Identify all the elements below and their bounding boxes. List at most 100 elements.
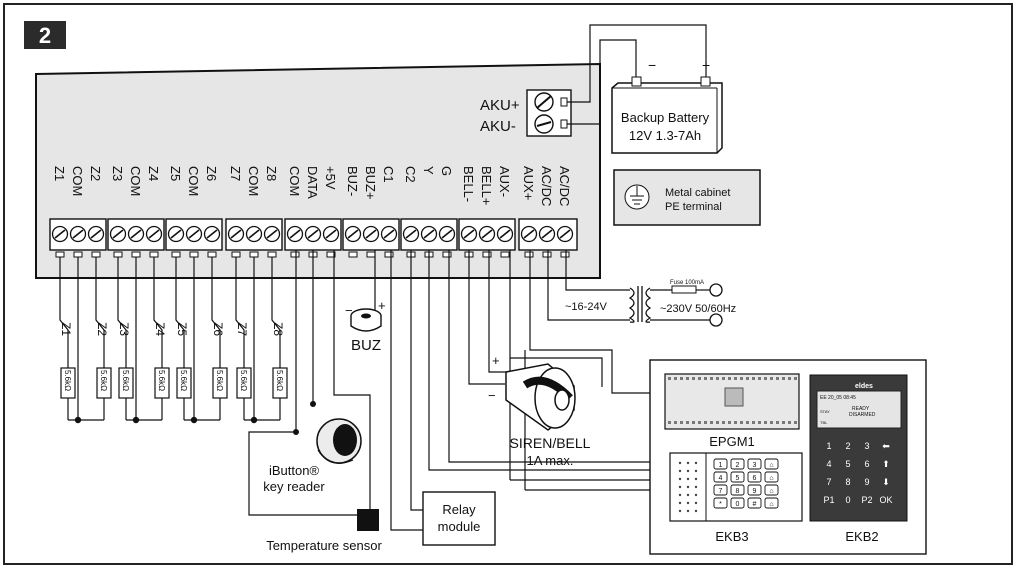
battery-spec: 12V 1.3-7Ah [629, 128, 701, 143]
ekb2-key: 0 [845, 495, 850, 505]
ekb2-key: ⬇ [882, 477, 890, 487]
svg-text:⌂: ⌂ [769, 501, 773, 508]
ekb2-screen-line4: STAY [820, 409, 830, 414]
resistor-label: 5.6kΩ [215, 370, 224, 391]
terminal-label: COM [186, 166, 201, 196]
buzzer-minus: − [345, 303, 353, 318]
resistor-label: 5.6kΩ [121, 370, 130, 391]
ibutton-com-wire [248, 250, 357, 516]
terminal-label: Z3 [110, 166, 125, 181]
zone-label: Z5 [175, 322, 189, 336]
ekb3-label: EKB3 [715, 529, 748, 544]
epgm1-label: EPGM1 [709, 434, 755, 449]
terminal-label: AC/DC [539, 166, 554, 206]
terminal-label: Z7 [228, 166, 243, 181]
svg-text:6: 6 [753, 475, 757, 482]
metal-cabinet-pe-box: Metal cabinet PE terminal [613, 169, 761, 226]
battery-minus-sign: − [648, 57, 656, 73]
terminal-6 [145, 225, 163, 258]
ibutton-line2: key reader [263, 479, 325, 494]
ekb2-key: 9 [864, 477, 869, 487]
relay-c2-wire [410, 250, 423, 511]
ekb2-key: 6 [864, 459, 869, 469]
terminal-label: G [439, 166, 454, 176]
zone-label: Z6 [211, 322, 225, 336]
ekb3-key: 6 [747, 471, 762, 483]
ekb2-key: 2 [845, 441, 850, 451]
ekb2-label: EKB2 [845, 529, 878, 544]
terminal-8 [185, 225, 203, 258]
terminal-label: BUZ+ [363, 166, 378, 200]
terminal-1 [51, 225, 69, 258]
ekb2-key: 3 [864, 441, 869, 451]
transformer-high: ~230V 50/60Hz [660, 303, 736, 315]
zone-1-circuit: Z15.6kΩ [59, 257, 76, 420]
ac-wire-1 [547, 250, 630, 321]
battery-title: Backup Battery [621, 110, 710, 125]
terminal-11 [245, 225, 263, 258]
svg-text:0: 0 [736, 501, 740, 508]
svg-text:3: 3 [753, 462, 757, 469]
ekb3-key: # [747, 497, 762, 509]
ekb3-key: 7 [713, 484, 728, 496]
terminal-label: Z1 [52, 166, 67, 181]
aux-minus-bus-wire [529, 250, 665, 394]
terminal-24 [496, 225, 514, 258]
terminal-5 [127, 225, 145, 258]
siren-bell: SIREN/BELL 1A max. [505, 363, 591, 468]
terminal-label: Z2 [88, 166, 103, 181]
bus-g-wire [448, 250, 650, 463]
terminal-label: C1 [381, 166, 396, 183]
ekb3-key: ⌂ [764, 458, 779, 470]
zone-label: Z4 [153, 322, 167, 336]
relay-line2: module [438, 519, 481, 534]
ekb2-screen-line1: ЕE 20_05 08:45 [820, 395, 856, 401]
resistor-label: 5.6kΩ [239, 370, 248, 391]
terminal-label: +5V [323, 166, 338, 190]
ekb3-key: ⌂ [764, 497, 779, 509]
terminal-12 [263, 225, 281, 258]
ekb3-key: 9 [747, 484, 762, 496]
battery-plus-sign: + [702, 57, 710, 73]
ac-wire-2 [565, 250, 630, 291]
svg-text:4: 4 [719, 475, 723, 482]
svg-text:⌂: ⌂ [769, 488, 773, 495]
aku-plus-label: AKU+ [480, 97, 520, 114]
zone-4-circuit: Z4 5.6kΩ [153, 257, 170, 420]
figure-number-badge [24, 21, 66, 49]
zone-label: Z3 [117, 322, 131, 336]
svg-text:7: 7 [719, 488, 723, 495]
terminal-17 [362, 225, 380, 258]
svg-text:#: # [753, 501, 757, 508]
relay-line1: Relay [442, 502, 476, 517]
terminal-label: Y [421, 166, 436, 175]
zone-label: Z2 [95, 322, 109, 336]
bus-y-wire [428, 250, 650, 471]
terminal-label: COM [246, 166, 261, 196]
zone-6-circuit: Z6 5.6kΩ [211, 257, 228, 420]
bell-minus-wire [468, 250, 505, 385]
zone-7-circuit: Z7 5.6kΩ [235, 257, 252, 420]
terminal-label: Z4 [146, 166, 161, 181]
epgm1-module: EPGM1 [664, 373, 800, 449]
terminal-label: COM [70, 166, 85, 196]
zone-wiring: Z15.6kΩZ25.6kΩZ35.6kΩZ45.6kΩZ55.6kΩZ65.6… [59, 257, 288, 424]
terminal-label: C2 [403, 166, 418, 183]
ibutton-key-reader: iButton® key reader [263, 418, 362, 494]
ekb3-key: 3 [747, 458, 762, 470]
siren-rating: 1A max. [527, 453, 574, 468]
ekb3-key: ⌂ [764, 484, 779, 496]
terminal-9 [203, 225, 221, 258]
ekb2-screen-line2: READY [852, 406, 870, 412]
battery-positive-wire [567, 24, 707, 103]
temperature-sensor-label: Temperature sensor [266, 538, 382, 553]
ekb2-key: OK [879, 495, 892, 505]
zone-label: Z7 [235, 322, 249, 336]
zone-label: Z8 [271, 322, 285, 336]
transformer: Fuse 100mA ~16-24V ~230V 50/60Hz [565, 280, 736, 327]
resistor-label: 5.6kΩ [157, 370, 166, 391]
aux-plus-bus-wire [509, 250, 603, 387]
terminal-26 [538, 225, 556, 258]
